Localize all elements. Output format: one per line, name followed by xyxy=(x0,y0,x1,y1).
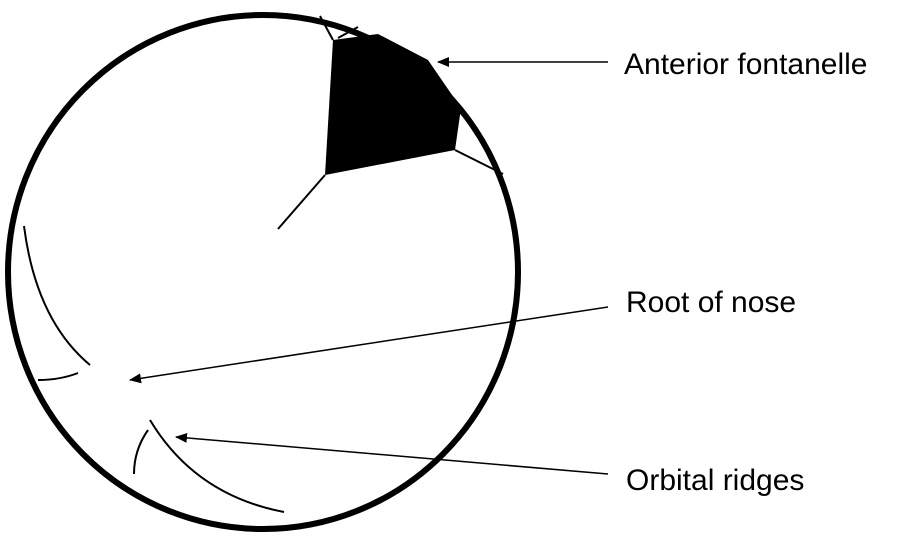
coronal-suture xyxy=(454,149,504,175)
anterior-fontanelle-label: Anterior fontanelle xyxy=(624,48,868,81)
skull-outline xyxy=(5,12,521,532)
upper-orbital-curve xyxy=(23,225,91,366)
sagittal-suture-upper xyxy=(319,15,334,41)
orbital-pointer-arrow xyxy=(175,432,609,475)
anterior-fontanelle-shape xyxy=(325,34,461,175)
orbital-ridges-label: Orbital ridges xyxy=(626,464,805,497)
nose-bridge-curve xyxy=(37,372,79,381)
orbital-ridge-curve-outer xyxy=(149,419,285,513)
suture-notch xyxy=(337,26,359,39)
nose-pointer-arrow xyxy=(129,306,609,384)
orbital-ridge-curve-inner xyxy=(133,429,149,475)
root-of-nose-label: Root of nose xyxy=(626,286,797,319)
frontal-suture xyxy=(277,174,326,230)
